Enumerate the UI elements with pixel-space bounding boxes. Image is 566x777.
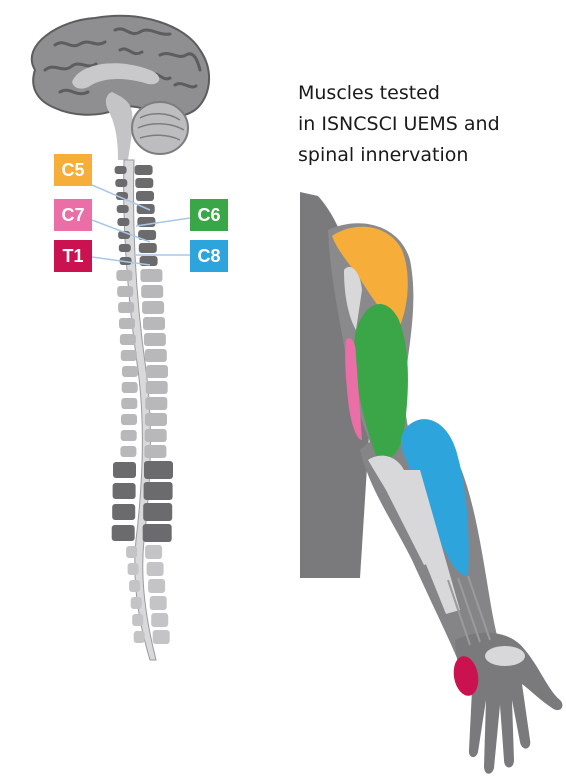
- vertebra: [145, 349, 167, 362]
- vertebra: [144, 482, 173, 500]
- vertebra-body: [122, 382, 138, 393]
- caption-line-1: Muscles tested: [298, 78, 558, 109]
- figure-caption: Muscles tested in ISNCSCI UEMS and spina…: [298, 78, 558, 171]
- vertebra-body: [129, 580, 140, 592]
- level-badge-c6: C6: [190, 199, 228, 231]
- vertebra: [144, 461, 173, 479]
- vertebra-body: [121, 414, 137, 425]
- vertebra: [145, 397, 167, 410]
- vertebra: [151, 613, 168, 627]
- vertebra-body: [120, 334, 136, 345]
- vertebra-body: [115, 166, 127, 174]
- vertebra-body: [117, 205, 129, 213]
- vertebra: [135, 165, 153, 175]
- vertebra: [144, 445, 166, 458]
- vertebra-body: [112, 504, 135, 520]
- vertebra-body: [132, 614, 143, 626]
- hand-thenar-neutral: [485, 646, 525, 666]
- caption-line-3: spinal innervation: [298, 140, 558, 171]
- vertebra: [145, 545, 162, 559]
- vertebra: [144, 333, 166, 346]
- level-badge-c5: C5: [54, 154, 92, 186]
- arm-illustration: [300, 192, 562, 774]
- vertebra: [153, 630, 170, 644]
- vertebra-body: [121, 430, 137, 441]
- vertebra-body: [118, 302, 134, 313]
- vertebra-body: [134, 631, 145, 643]
- brain-illustration: [32, 16, 209, 160]
- vertebra-body: [121, 398, 137, 409]
- vertebra-body: [121, 350, 137, 361]
- vertebra-body: [116, 270, 132, 281]
- vertebra: [135, 178, 153, 188]
- level-badge-c7: C7: [54, 199, 92, 231]
- caption-line-2: in ISNCSCI UEMS and: [298, 109, 558, 140]
- vertebra-body: [131, 597, 142, 609]
- vertebra-body: [112, 525, 135, 541]
- vertebra: [136, 191, 154, 201]
- vertebra: [147, 562, 164, 576]
- vertebra-body: [128, 563, 139, 575]
- vertebra: [150, 596, 167, 610]
- vertebra-body: [126, 546, 137, 558]
- vertebra-body: [119, 318, 135, 329]
- vertebra-body: [122, 366, 138, 377]
- vertebra: [143, 317, 165, 330]
- vertebra-body: [120, 446, 136, 457]
- vertebra-body: [115, 179, 127, 187]
- vertebra: [145, 413, 167, 426]
- vertebra: [140, 269, 162, 282]
- level-badge-c8: C8: [190, 240, 228, 272]
- vertebra: [139, 243, 157, 253]
- vertebra: [143, 503, 172, 521]
- vertebra-body: [113, 483, 136, 499]
- vertebra-body: [117, 286, 133, 297]
- vertebra: [142, 301, 164, 314]
- vertebra: [148, 579, 165, 593]
- vertebra-body: [119, 244, 131, 252]
- vertebra: [143, 524, 172, 542]
- vertebra: [145, 429, 167, 442]
- vertebra: [141, 285, 163, 298]
- level-badge-t1: T1: [54, 240, 92, 272]
- vertebra: [146, 365, 168, 378]
- vertebra-body: [117, 218, 129, 226]
- vertebra-body: [113, 462, 136, 478]
- vertebra: [146, 381, 168, 394]
